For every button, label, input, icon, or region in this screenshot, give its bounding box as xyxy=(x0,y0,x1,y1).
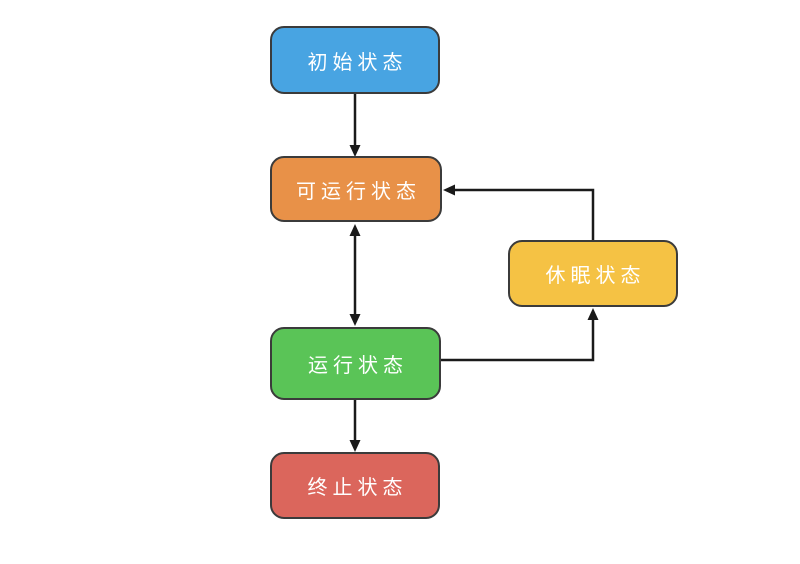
node-initial-state-label: 初始状态 xyxy=(307,49,408,74)
node-initial-state: 初始状态 xyxy=(270,26,440,94)
node-sleep-state: 休眠状态 xyxy=(508,240,678,307)
edge-sleep-to-runnable xyxy=(443,184,595,240)
edge-running-to-sleep xyxy=(441,308,599,362)
node-runnable-state-label: 可运行状态 xyxy=(296,178,421,203)
node-terminated-state: 终止状态 xyxy=(270,452,440,519)
edge-running-to-terminated xyxy=(349,400,361,452)
node-runnable-state: 可运行状态 xyxy=(270,156,442,222)
node-terminated-state-label: 终止状态 xyxy=(307,475,408,499)
node-running-state-label: 运行状态 xyxy=(308,353,408,377)
node-running-state: 运行状态 xyxy=(270,327,441,400)
edge-runnable-running-bidirectional xyxy=(349,224,361,326)
node-sleep-state-label: 休眠状态 xyxy=(545,263,646,287)
edge-initial-to-runnable xyxy=(349,94,361,157)
